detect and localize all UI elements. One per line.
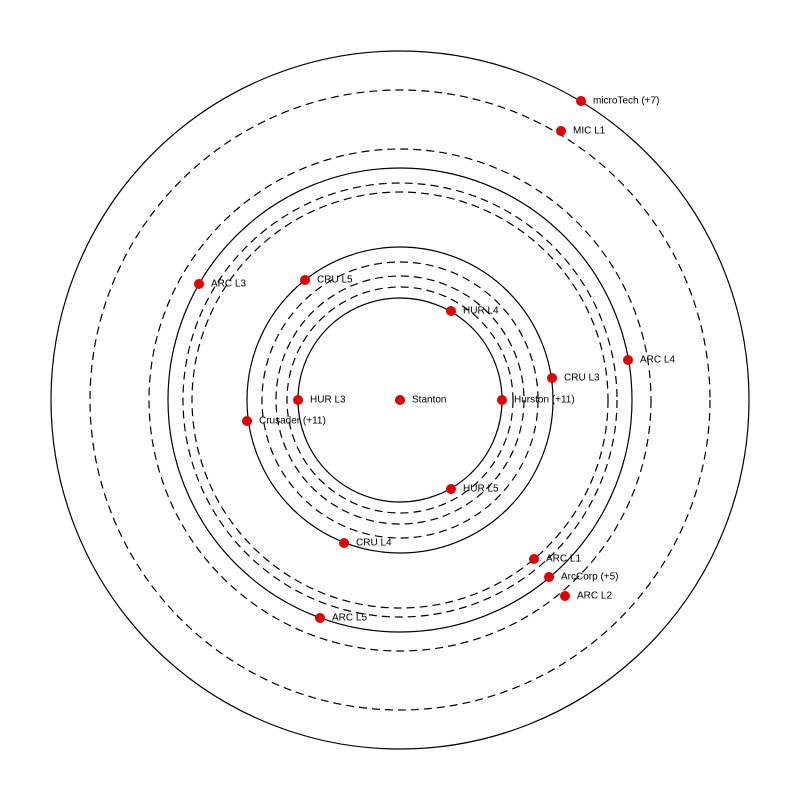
cru-l4-label: CRU L4 (356, 538, 392, 549)
hur-l4-point: HUR L4 (446, 306, 499, 317)
hurston-outer-dashed-orbit (275, 275, 525, 525)
arccorp-outer-dashed-orbit (148, 148, 652, 652)
hur-l3-label: HUR L3 (310, 395, 346, 406)
cru-l5-marker (300, 275, 310, 285)
arccorp-point: ArcCorp (+5) (544, 572, 619, 583)
crusader-point: Crusader (+11) (242, 416, 326, 427)
arc-l2-point: ARC L2 (560, 591, 612, 602)
arc-l2-label: ARC L2 (577, 591, 612, 602)
cru-l4-marker (339, 538, 349, 548)
microtech-marker (576, 96, 586, 106)
arc-l4-label: ARC L4 (640, 355, 675, 366)
arc-l2-marker (560, 591, 570, 601)
arc-l1-label: ARC L1 (546, 554, 581, 565)
arccorp-marker (544, 572, 554, 582)
stanton-point: Stanton (395, 395, 446, 406)
mic-l1-point: MIC L1 (556, 126, 606, 137)
hurston-point: Hurston (+11) (497, 395, 575, 406)
arc-l3-label: ARC L3 (211, 279, 246, 290)
arc-l1-marker (529, 554, 539, 564)
hur-l3-point: HUR L3 (293, 395, 346, 406)
arc-l1-point: ARC L1 (529, 554, 581, 565)
microtech-orbit (50, 50, 750, 750)
cru-l3-point: CRU L3 (547, 373, 600, 384)
crusader-label: Crusader (+11) (259, 416, 326, 427)
stanton-marker (395, 395, 405, 405)
crusader-orbit (246, 246, 554, 554)
mic-l1-label: MIC L1 (573, 126, 606, 137)
hur-l4-marker (446, 306, 456, 316)
arc-l4-marker (623, 355, 633, 365)
hur-l3-marker (293, 395, 303, 405)
microtech-point: microTech (+7) (576, 96, 659, 107)
arccorp-inner-dashed-orbit (182, 182, 618, 618)
cru-l3-marker (547, 373, 557, 383)
hur-l4-label: HUR L4 (463, 306, 499, 317)
arc-l3-point: ARC L3 (194, 279, 246, 290)
cru-l5-label: CRU L5 (317, 275, 353, 286)
arc-l5-label: ARC L5 (332, 613, 367, 624)
microtech-inner-dashed-orbit (89, 89, 711, 711)
microtech-label: microTech (+7) (593, 96, 659, 107)
cru-l5-point: CRU L5 (300, 275, 353, 286)
hurston-marker (497, 395, 507, 405)
stanton-label: Stanton (412, 395, 446, 406)
crusader-marker (242, 416, 252, 426)
arc-l3-marker (194, 279, 204, 289)
cru-l4-point: CRU L4 (339, 538, 392, 549)
arccorp-label: ArcCorp (+5) (561, 572, 619, 583)
crusader-inner-dashed-orbit (261, 261, 539, 539)
hur-l5-label: HUR L5 (463, 484, 499, 495)
points-layer: Stanton Hurston (+11) HUR L3 HUR L4 HUR L5 Cr… (194, 96, 675, 624)
arc-l5-marker (315, 613, 325, 623)
arccorp-orbit (167, 167, 633, 633)
hurston-label: Hurston (+11) (514, 395, 575, 406)
hurston-inner-dashed-orbit (286, 286, 514, 514)
hur-l5-point: HUR L5 (446, 484, 499, 495)
cru-l3-label: CRU L3 (564, 373, 600, 384)
arc-l4-point: ARC L4 (623, 355, 675, 366)
mic-l1-marker (556, 126, 566, 136)
orbits-layer (50, 50, 750, 750)
hur-l5-marker (446, 484, 456, 494)
crusader-outer-dashed-orbit (191, 191, 609, 609)
arc-l5-point: ARC L5 (315, 613, 367, 624)
